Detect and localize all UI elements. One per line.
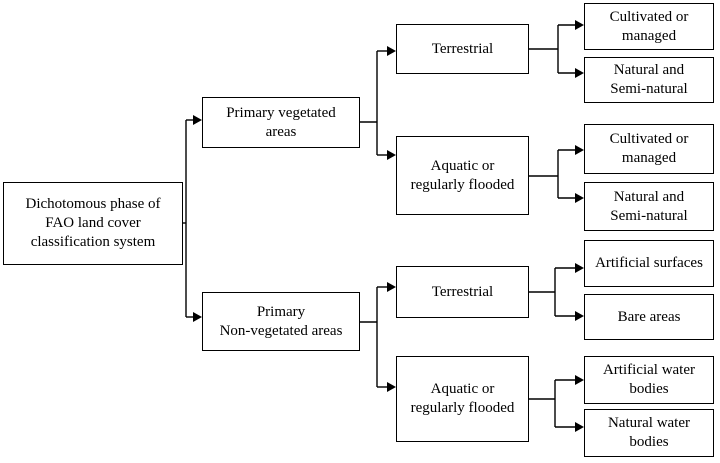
connector-nonveg-terrestrial-arrow-upper <box>575 263 584 273</box>
node-vegetated: Primary vegetated areas <box>202 97 360 148</box>
connector-veg-terrestrial-arrow-lower <box>575 68 584 78</box>
connector-veg-aquatic-arrow-upper <box>575 145 584 155</box>
connector-veg-aquatic-arrow-lower <box>575 193 584 203</box>
node-veg-aq-natural: Natural and Semi-natural <box>584 182 714 231</box>
node-nonveg-aq-artificial: Artificial water bodies <box>584 356 714 404</box>
node-veg-terrestrial: Terrestrial <box>396 24 529 74</box>
node-veg-aq-cultivated: Cultivated or managed <box>584 124 714 174</box>
node-veg-terr-natural: Natural and Semi-natural <box>584 57 714 103</box>
node-nonveg-terr-artificial: Artificial surfaces <box>584 240 714 287</box>
node-nonveg-terrestrial: Terrestrial <box>396 266 529 318</box>
node-nonveg-aquatic: Aquatic or regularly flooded <box>396 356 529 442</box>
connector-root-arrow-upper <box>193 115 202 125</box>
node-non-vegetated: Primary Non-vegetated areas <box>202 292 360 351</box>
node-nonveg-terr-bare: Bare areas <box>584 294 714 340</box>
connector-nonveg-aquatic-arrow-upper <box>575 375 584 385</box>
connector-vegetated-arrow-lower <box>387 150 396 160</box>
connector-veg-terrestrial-arrow-upper <box>575 20 584 30</box>
connector-nonveg-terrestrial-arrow-lower <box>575 311 584 321</box>
connector-non-vegetated-arrow-lower <box>387 382 396 392</box>
connector-nonveg-aquatic-arrow-lower <box>575 422 584 432</box>
connector-vegetated-arrow-upper <box>387 46 396 56</box>
connector-root-arrow-lower <box>193 312 202 322</box>
node-nonveg-aq-natural: Natural water bodies <box>584 409 714 457</box>
node-root: Dichotomous phase of FAO land cover clas… <box>3 182 183 265</box>
connector-non-vegetated-arrow-upper <box>387 282 396 292</box>
node-veg-terr-cultivated: Cultivated or managed <box>584 3 714 50</box>
node-veg-aquatic: Aquatic or regularly flooded <box>396 136 529 215</box>
